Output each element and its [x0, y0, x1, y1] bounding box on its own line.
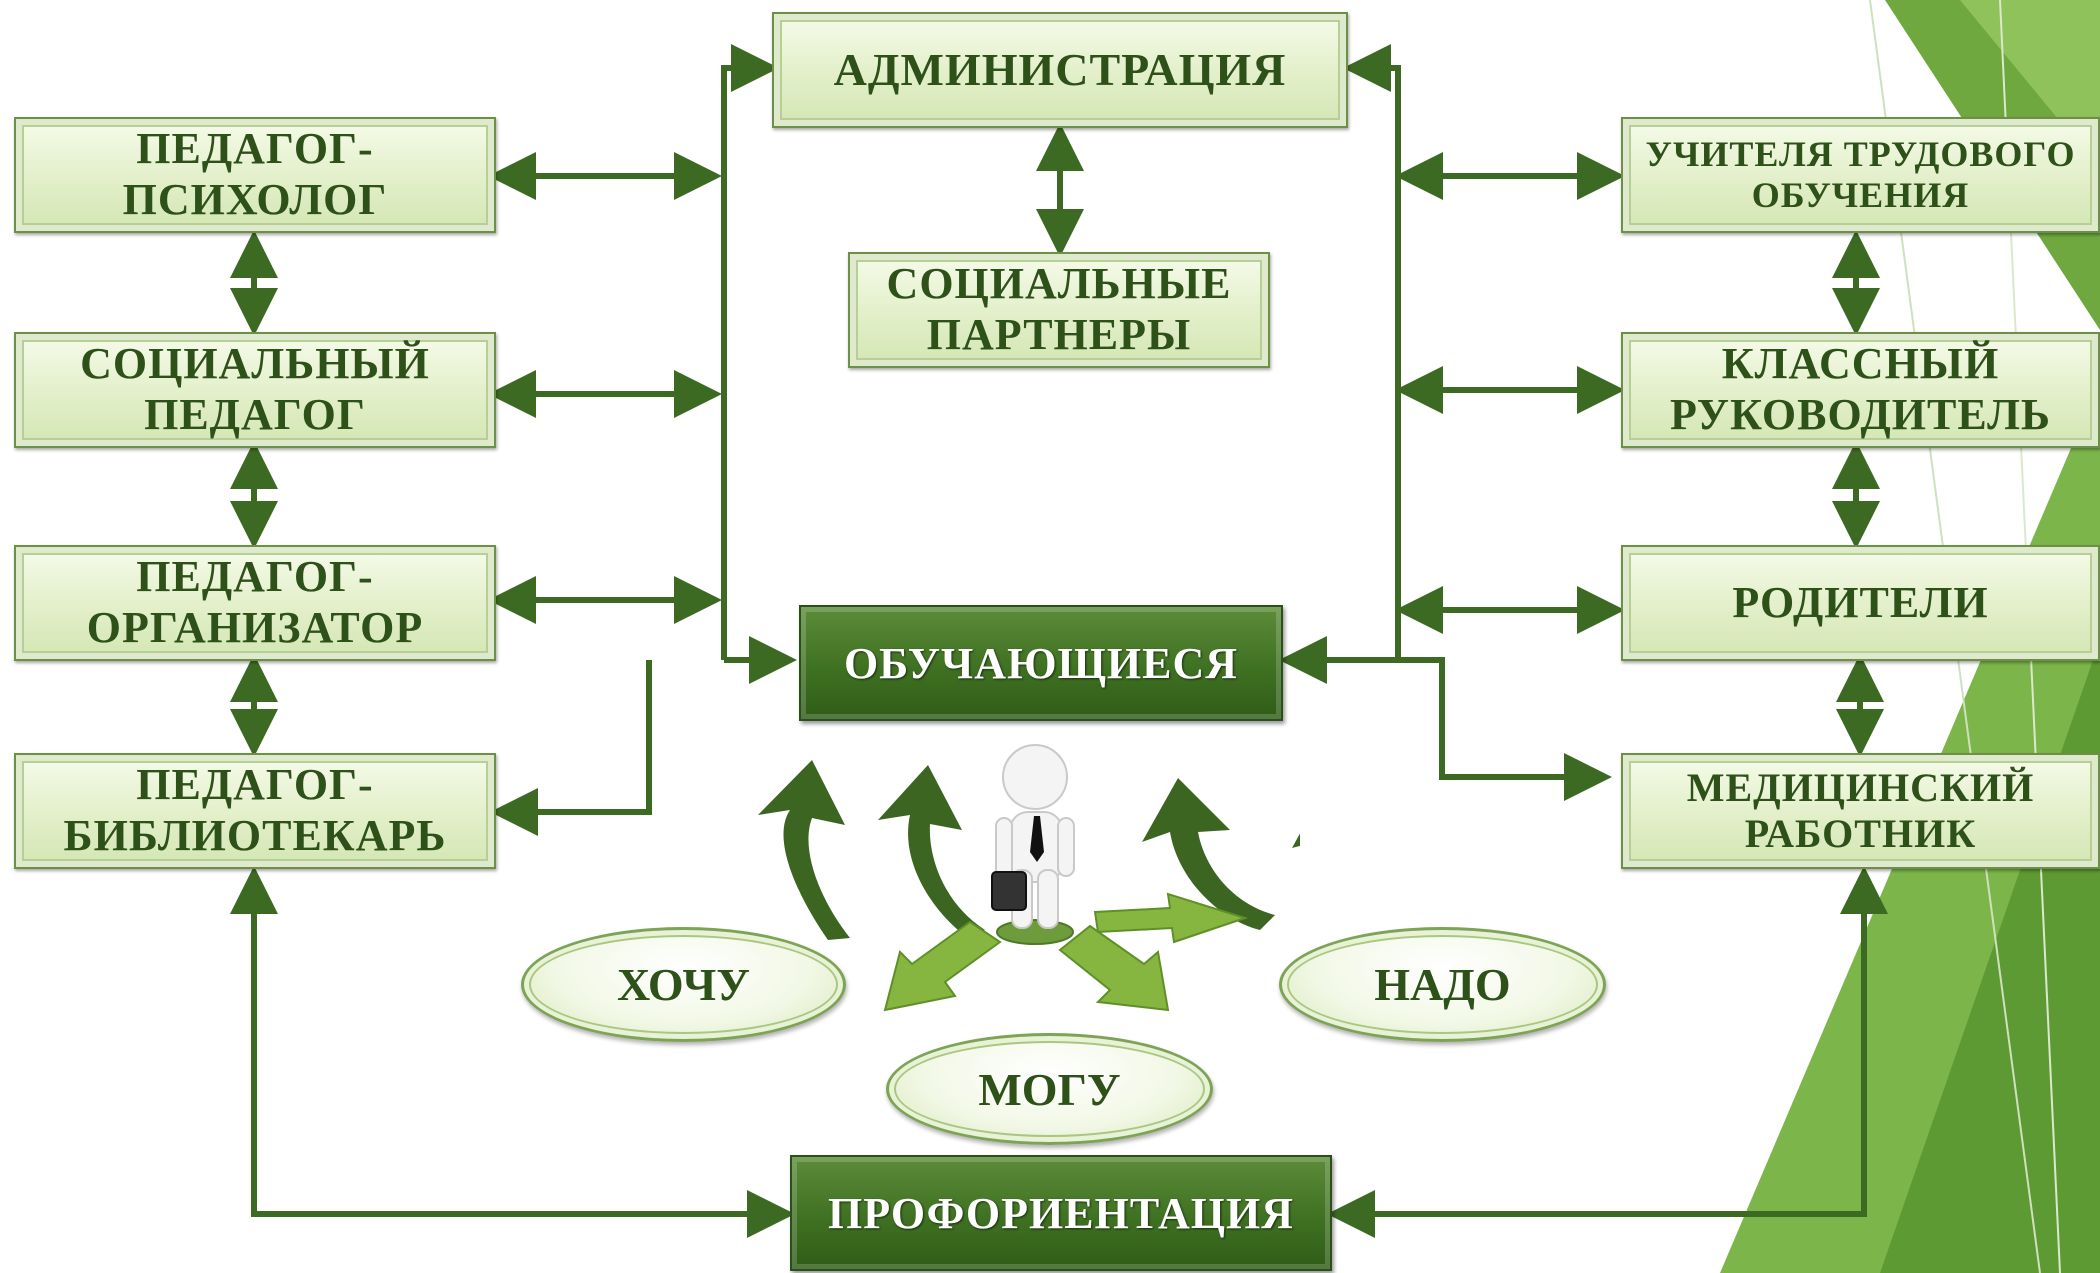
box-librarian: ПЕДАГОГ- БИБЛИОТЕКАРЬ — [14, 753, 496, 869]
oval-want-label: ХОЧУ — [616, 959, 751, 1010]
oval-can: МОГУ — [886, 1033, 1213, 1145]
box-students-label: ОБУЧАЮЩИЕСЯ — [843, 638, 1239, 688]
box-social-partners-label: СОЦИАЛЬНЫЕ ПАРТНЕРЫ — [886, 259, 1232, 359]
box-medical-worker: МЕДИЦИНСКИЙ РАБОТНИК — [1621, 753, 2100, 869]
box-social-pedagogue: СОЦИАЛЬНЫЙ ПЕДАГОГ — [14, 332, 496, 448]
box-organizer: ПЕДАГОГ- ОРГАНИЗАТОР — [14, 545, 496, 661]
box-organizer-label: ПЕДАГОГ- ОРГАНИЗАТОР — [86, 552, 424, 652]
box-social-pedagogue-label: СОЦИАЛЬНЫЙ ПЕДАГОГ — [80, 339, 430, 439]
box-social-partners: СОЦИАЛЬНЫЕ ПАРТНЕРЫ — [848, 252, 1270, 368]
box-labor-teachers: УЧИТЕЛЯ ТРУДОВОГО ОБУЧЕНИЯ — [1621, 117, 2100, 233]
box-librarian-label: ПЕДАГОГ- БИБЛИОТЕКАРЬ — [63, 760, 447, 860]
box-administration: АДМИНИСТРАЦИЯ — [772, 12, 1348, 128]
box-students: ОБУЧАЮЩИЕСЯ — [799, 605, 1283, 721]
box-parents-label: РОДИТЕЛИ — [1732, 577, 1989, 627]
box-parents: РОДИТЕЛИ — [1621, 545, 2100, 661]
person-at-crossroads-illustration — [758, 744, 1300, 1012]
box-psychologist-label: ПЕДАГОГ- ПСИХОЛОГ — [122, 124, 388, 224]
box-labor-teachers-label: УЧИТЕЛЯ ТРУДОВОГО ОБУЧЕНИЯ — [1645, 133, 2076, 215]
box-career-guidance-label: ПРОФОРИЕНТАЦИЯ — [828, 1188, 1294, 1238]
box-class-teacher: КЛАССНЫЙ РУКОВОДИТЕЛЬ — [1621, 332, 2100, 448]
box-medical-worker-label: МЕДИЦИНСКИЙ РАБОТНИК — [1686, 765, 2035, 856]
oval-can-label: МОГУ — [978, 1063, 1121, 1115]
box-administration-label: АДМИНИСТРАЦИЯ — [833, 43, 1287, 95]
box-career-guidance: ПРОФОРИЕНТАЦИЯ — [790, 1155, 1332, 1271]
oval-must-label: НАДО — [1374, 959, 1511, 1010]
oval-want: ХОЧУ — [521, 927, 846, 1042]
box-psychologist: ПЕДАГОГ- ПСИХОЛОГ — [14, 117, 496, 233]
box-class-teacher-label: КЛАССНЫЙ РУКОВОДИТЕЛЬ — [1670, 339, 2051, 439]
oval-must: НАДО — [1279, 927, 1606, 1042]
